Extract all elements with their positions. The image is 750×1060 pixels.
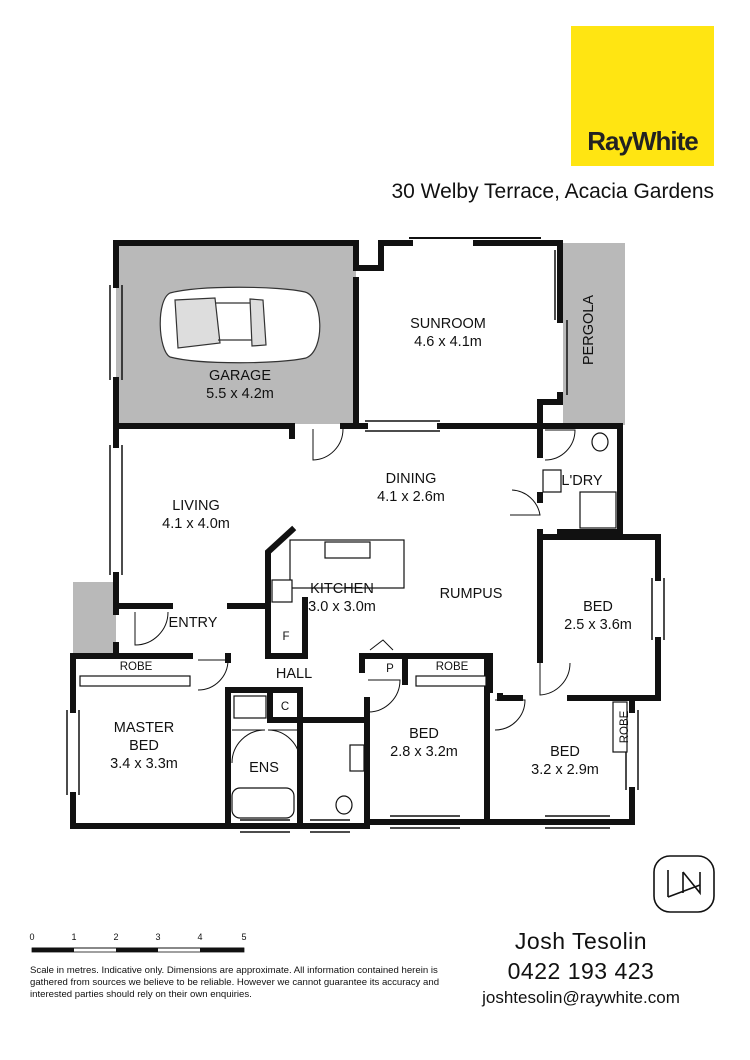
- scale-tick-5: 5: [241, 932, 246, 942]
- scale-bar: 0 1 2 3 4 5: [29, 932, 247, 953]
- pergola-floor: [563, 243, 625, 425]
- fixtures: [79, 432, 628, 819]
- bath-icon: [231, 787, 295, 819]
- scale-tick-3: 3: [155, 932, 160, 942]
- garage-north-wall: [113, 240, 413, 271]
- bed-se-name: BED: [550, 744, 580, 760]
- toilet-icon: [335, 795, 353, 815]
- sink-icon: [324, 541, 371, 559]
- scale-segment-3: [116, 948, 158, 952]
- garage-name: GARAGE: [209, 368, 271, 384]
- robe-bed3-rail: [612, 701, 628, 753]
- laundry-toilet-icon: [591, 432, 609, 452]
- agent-contact: Josh Tesolin 0422 193 423 joshtesolin@ra…: [456, 928, 706, 1008]
- bed-east-name: BED: [583, 599, 613, 615]
- scale-tick-0: 0: [29, 932, 34, 942]
- living-dims: 4.1 x 4.0m: [162, 516, 230, 532]
- raywhite-logo: RayWhite: [571, 26, 714, 166]
- laundry-tub-icon: [542, 469, 562, 493]
- bed-east-south-wall: [567, 637, 661, 701]
- vanity-icon: [349, 744, 365, 772]
- robe-bed2-label: ROBE: [436, 661, 469, 673]
- robe-bed2-rail: [415, 675, 487, 687]
- agent-name: Josh Tesolin: [514, 928, 648, 954]
- walls: [70, 237, 661, 829]
- bed-mid-name: BED: [409, 726, 439, 742]
- doors: [134, 428, 576, 764]
- robe-master-label: ROBE: [120, 661, 153, 673]
- laundry-shower-icon: [579, 491, 617, 529]
- sunroom-name: SUNROOM: [410, 316, 486, 332]
- room-labels: GARAGE 5.5 x 4.2m SUNROOM 4.6 x 4.1m PER…: [110, 295, 632, 778]
- sunroom-east-wall: [537, 392, 563, 429]
- windows: [66, 250, 665, 833]
- entry-porch-floor: [73, 582, 116, 656]
- master-line2: BED: [129, 738, 159, 754]
- sunroom-dims: 4.6 x 4.1m: [414, 334, 482, 350]
- master-line1: MASTER: [114, 720, 174, 736]
- scale-tick-1: 1: [71, 932, 76, 942]
- cupboard-label: C: [281, 701, 289, 713]
- dining-name: DINING: [386, 471, 437, 487]
- kitchen-dims: 3.0 x 3.0m: [308, 599, 376, 615]
- garage-dims: 5.5 x 4.2m: [206, 386, 274, 402]
- scale-segment-1: [32, 948, 74, 952]
- agent-email: joshtesolin@raywhite.com: [482, 988, 680, 1007]
- bed-east-north-wall: [537, 534, 661, 581]
- master-dims: 3.4 x 3.3m: [110, 756, 178, 772]
- fridge-label: F: [282, 631, 289, 643]
- robe-bed3-label: ROBE: [619, 710, 631, 743]
- scale-tick-4: 4: [197, 932, 202, 942]
- ensuite-name: ENS: [249, 760, 279, 776]
- disclaimer-text: Scale in metres. Indicative only. Dimens…: [30, 965, 440, 1000]
- property-address: 30 Welby Terrace, Acacia Gardens: [391, 180, 714, 203]
- shower-icon: [233, 695, 267, 719]
- hall-name: HALL: [276, 666, 312, 682]
- laundry-name: L'DRY: [561, 473, 603, 489]
- bed-se-north-wall: [497, 693, 523, 701]
- pergola-name: PERGOLA: [581, 295, 597, 365]
- bed-east-dims: 2.5 x 3.6m: [564, 617, 632, 633]
- bed-se-dims: 3.2 x 2.9m: [531, 762, 599, 778]
- robe-master-rail: [79, 675, 191, 687]
- logo-text: RayWhite: [587, 126, 698, 156]
- scale-outline: [31, 947, 245, 953]
- sunroom-north-wall: [473, 240, 563, 323]
- kitchen-name: KITCHEN: [310, 581, 374, 597]
- kitchen-west-wall: [265, 525, 308, 659]
- cooktop-icon: [271, 579, 293, 603]
- dining-dims: 4.1 x 2.6m: [377, 489, 445, 505]
- rumpus-name: RUMPUS: [440, 586, 503, 602]
- living-name: LIVING: [172, 498, 220, 514]
- north-arrow-icon: [653, 855, 715, 913]
- scale-segment-5: [200, 948, 244, 952]
- scale-tick-2: 2: [113, 932, 118, 942]
- bed-mid-dims: 2.8 x 3.2m: [390, 744, 458, 760]
- pantry-label: P: [386, 663, 394, 675]
- agent-phone: 0422 193 423: [507, 958, 655, 984]
- car-icon: [159, 286, 321, 364]
- entry-name: ENTRY: [169, 615, 218, 631]
